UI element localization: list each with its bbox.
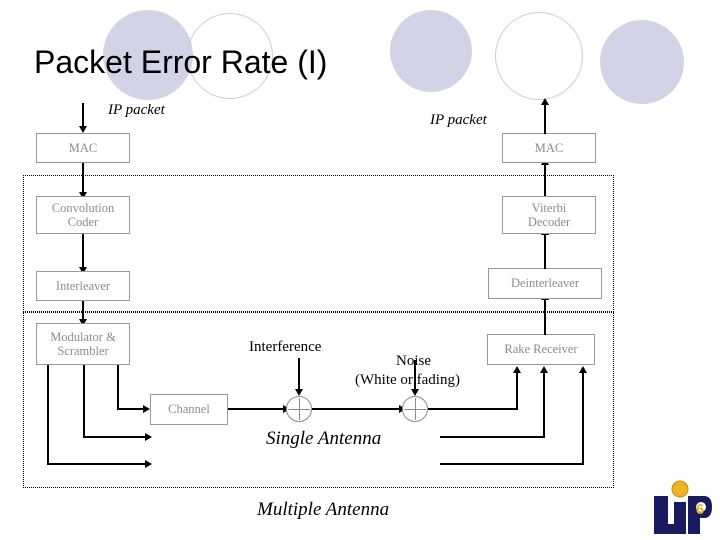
rx-deinterleaver-to-viterbi-connector [544, 234, 546, 269]
rx-path-2-arrowhead [540, 366, 548, 373]
tx-interleaver-box[interactable]: Interleaver [36, 271, 130, 301]
single-antenna-label: Single Antenna [266, 428, 382, 449]
rx-mac-box[interactable]: MAC [502, 133, 596, 163]
deco-circle-5 [600, 20, 684, 104]
noise-sub-label: (White or fading) [355, 372, 460, 388]
rx-path-1-arrowhead [513, 366, 521, 373]
logo-letter-i [674, 502, 686, 534]
tx-interleaver-to-modulator-connector [82, 301, 84, 321]
rx-viterbi-to-mac-connector [544, 164, 546, 196]
tx-coder-to-interleaver-arrowhead [79, 267, 87, 274]
single-antenna-group-boundary [23, 175, 614, 312]
rx-path-1-horizontal [428, 408, 518, 410]
tx-branch-c-horizontal [47, 463, 147, 465]
tx-branch-b-arrowhead [145, 433, 152, 441]
rx-path-3-vertical [582, 373, 584, 464]
page-title: Packet Error Rate (I) [34, 44, 328, 80]
rx-ip-packet-arrowhead [541, 98, 549, 105]
deco-circle-1 [103, 10, 193, 100]
tx-branch-b-horizontal [83, 436, 147, 438]
noise-connector [414, 360, 416, 390]
noise-arrowhead [411, 389, 419, 396]
tx-branch-a-vertical [117, 365, 119, 409]
coding-group-boundary [23, 312, 614, 488]
rx-ip-packet-label: IP packet [430, 112, 487, 128]
deco-circle-4 [495, 12, 583, 100]
logo-number-6: 6 [696, 501, 704, 518]
rx-path-1-vertical [516, 373, 518, 409]
rx-ip-packet-connector [544, 104, 546, 134]
deco-circle-2 [187, 13, 273, 99]
tx-coder-to-interleaver-connector [82, 234, 84, 268]
noise-summing-junction [402, 396, 428, 422]
rx-path-3-arrowhead [579, 366, 587, 373]
tx-mac-box[interactable]: MAC [36, 133, 130, 163]
rx-rake-receiver-box[interactable]: Rake Receiver [487, 334, 595, 365]
interference-label: Interference [249, 339, 322, 355]
rx-path-2-horizontal [440, 436, 545, 438]
tx-branch-c-arrowhead [145, 460, 152, 468]
interference-arrowhead [295, 389, 303, 396]
logo-p-counter [696, 502, 706, 512]
tx-ip-packet-label: IP packet [108, 102, 165, 118]
logo-dot-icon [671, 480, 689, 498]
rx-path-3-horizontal [440, 463, 584, 465]
interference-connector [298, 358, 300, 390]
tx-branch-b-vertical [83, 365, 85, 437]
tx-mac-to-coder-arrowhead [79, 192, 87, 199]
deco-circle-3 [390, 10, 472, 92]
tx-ip-packet-arrowhead [79, 126, 87, 133]
sum1-to-sum2-connector [312, 408, 401, 410]
rx-rake-to-deinterleaver-connector [544, 299, 546, 335]
channel-to-sum1-connector [228, 408, 285, 410]
channel-box[interactable]: Channel [150, 394, 228, 425]
tx-branch-a-horizontal [117, 408, 145, 410]
lip6-logo: 6 [654, 480, 712, 534]
tx-convolution-coder-box[interactable]: Convolution Coder [36, 196, 130, 234]
noise-label: Noise [396, 353, 431, 370]
multiple-antenna-label: Multiple Antenna [257, 499, 390, 520]
tx-modulator-scrambler-box[interactable]: Modulator & Scrambler [36, 323, 130, 365]
tx-branch-a-arrowhead [143, 405, 150, 413]
rx-deinterleaver-box[interactable]: Deinterleaver [488, 268, 602, 299]
tx-interleaver-to-modulator-arrowhead [79, 319, 87, 326]
rx-viterbi-decoder-box[interactable]: Viterbi Decoder [502, 196, 596, 234]
tx-branch-c-vertical [47, 365, 49, 464]
tx-ip-packet-connector [82, 103, 84, 127]
rx-path-2-vertical [543, 373, 545, 437]
tx-mac-to-coder-connector [82, 163, 84, 193]
interference-summing-junction [286, 396, 312, 422]
logo-letter-p [688, 496, 712, 534]
